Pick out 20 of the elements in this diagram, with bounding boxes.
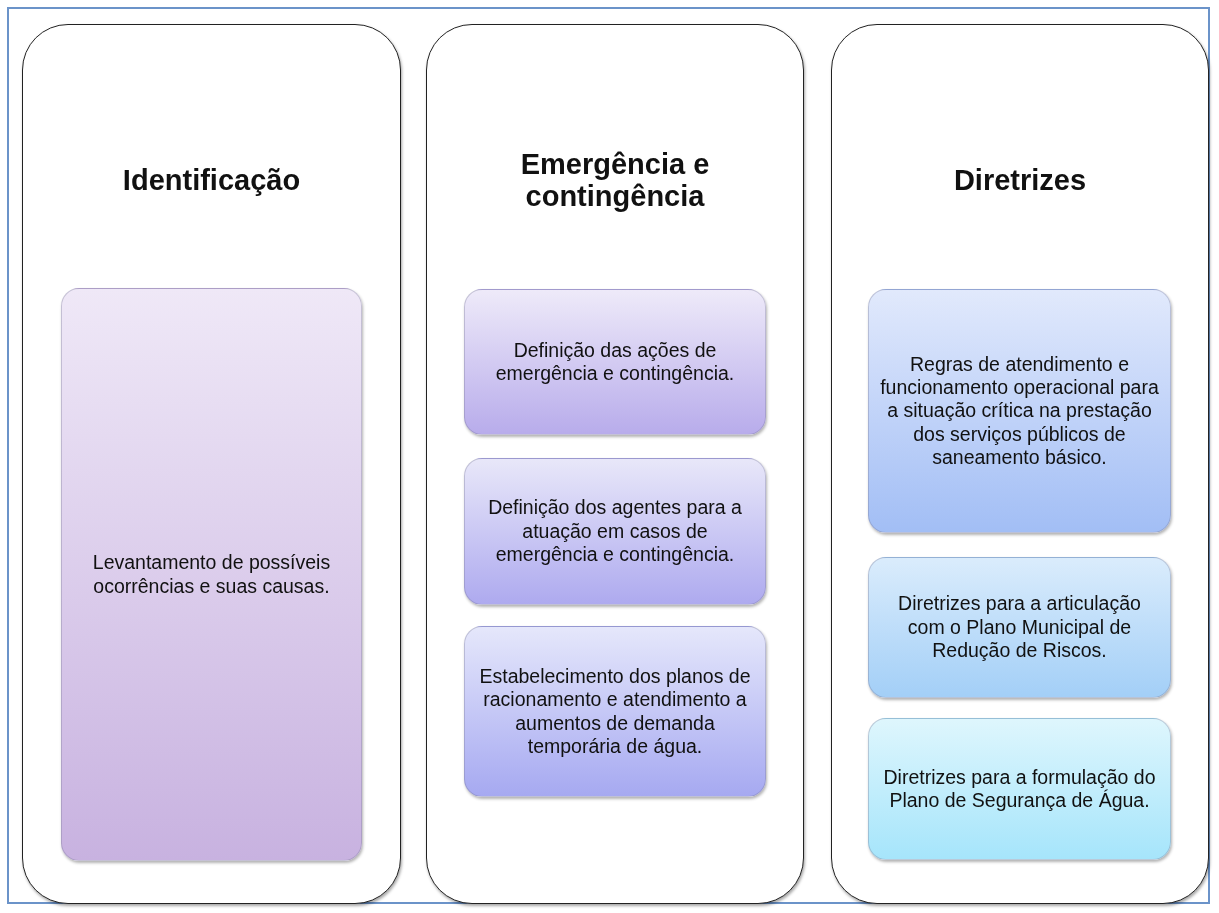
card-text: Levantamento de possíveis ocorrências e suas causas. bbox=[91, 551, 332, 598]
column-title: Identificação bbox=[122, 163, 301, 197]
column-title: Emergência e contingência bbox=[519, 147, 711, 213]
text-card bbox=[464, 626, 766, 797]
text-card bbox=[868, 289, 1171, 533]
text-card bbox=[868, 718, 1171, 860]
text-card bbox=[464, 458, 766, 605]
card-text: Definição das ações de emergência e contingência. bbox=[494, 338, 736, 386]
card-text: Estabelecimento dos planos de racionamento e atendimento a aumentos de demanda temporária de água. bbox=[478, 664, 752, 759]
text-card bbox=[464, 289, 766, 435]
card-text: Diretrizes para a articulação com o Plano Municipal de Redução de Riscos. bbox=[897, 592, 1142, 663]
column-panel bbox=[831, 24, 1209, 904]
card-text: Regras de atendimento e funcionamento operacional para a situação crítica na prestação dos serviços públicos de saneamento básico. bbox=[879, 352, 1160, 470]
text-card bbox=[61, 288, 362, 861]
column-panel bbox=[426, 24, 804, 904]
card-text: Definição dos agentes para a atuação em casos de emergência e contingência. bbox=[487, 496, 743, 567]
text-card bbox=[868, 557, 1171, 698]
column-title: Diretrizes bbox=[953, 163, 1087, 197]
card-text: Diretrizes para a formulação do Plano de Segurança de Água. bbox=[882, 765, 1157, 813]
column-panel bbox=[22, 24, 401, 904]
